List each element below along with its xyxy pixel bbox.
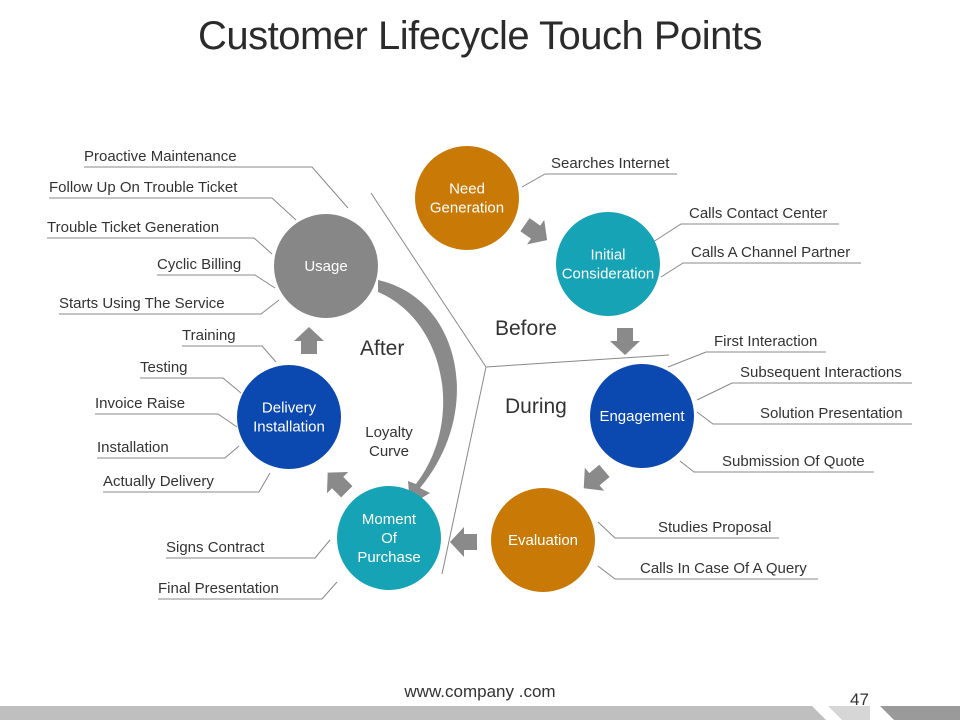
stage-name-line: Engagement	[599, 408, 685, 425]
callout-line	[696, 411, 912, 425]
callout-line	[59, 299, 280, 315]
stage-name-line: Moment	[362, 511, 417, 528]
bottom-bar	[0, 706, 960, 720]
stage-circle	[415, 146, 519, 250]
touch-point-label: Follow Up On Trouble Ticket	[49, 179, 238, 196]
touch-point-label: Solution Presentation	[760, 405, 903, 422]
stage-circle	[590, 364, 694, 468]
divider-line	[370, 192, 487, 368]
footer-url[interactable]: www.company .com	[404, 682, 556, 701]
touch-point-label: Studies Proposal	[658, 519, 771, 536]
slide-title: Customer Lifecycle Touch Points	[197, 14, 763, 58]
stage-circle	[491, 488, 595, 592]
touch-point-label: Calls In Case Of A Query	[640, 560, 807, 577]
touch-point-label: Invoice Raise	[95, 395, 185, 412]
loyalty-curve-arrow	[378, 280, 457, 505]
stage-name-line: Usage	[304, 258, 347, 275]
callout-line	[182, 345, 277, 363]
section-label-after: After	[360, 337, 404, 360]
touch-point-label: Signs Contract	[166, 539, 265, 556]
stage-name-line: Evaluation	[508, 532, 578, 549]
callout-line	[679, 460, 874, 473]
touch-point-label: First Interaction	[714, 333, 817, 350]
stage-name: Engagement	[599, 408, 685, 425]
stage-name-line: Of	[381, 530, 398, 547]
stage-name: Evaluation	[508, 532, 578, 549]
page-number: 47	[850, 690, 869, 709]
stage-name-line: Delivery	[262, 400, 317, 417]
arrow-need-to-consideration	[520, 218, 548, 245]
section-label-during: During	[505, 395, 567, 418]
callout-line	[140, 377, 242, 394]
touch-point-label: Calls Contact Center	[689, 205, 827, 222]
callout-line	[166, 539, 331, 559]
callout-line	[84, 166, 349, 209]
touch-point-label: Cyclic Billing	[157, 256, 241, 273]
stage-name-line: Generation	[430, 200, 504, 217]
callout-line	[649, 223, 839, 245]
touch-point-label: Trouble Ticket Generation	[47, 219, 219, 236]
arrow-consideration-to-engagement	[610, 328, 640, 355]
loyalty-curve-line: Curve	[369, 443, 409, 460]
touch-point-label: Starts Using The Service	[59, 295, 225, 312]
stage-circle	[274, 214, 378, 318]
touch-point-label: Submission Of Quote	[722, 453, 865, 470]
stage-circle	[556, 212, 660, 316]
touch-point-label: Searches Internet	[551, 155, 670, 172]
touch-point-label: Final Presentation	[158, 580, 279, 597]
callout-line	[660, 262, 861, 278]
callout-line	[597, 521, 779, 539]
callout-line	[47, 237, 273, 255]
stage-name-line: Consideration	[562, 266, 655, 283]
section-label-before: Before	[495, 317, 557, 340]
touch-point-label: Subsequent Interactions	[740, 364, 902, 381]
callout-line	[97, 445, 240, 459]
touch-point-label: Training	[182, 327, 236, 344]
callout-line	[95, 413, 238, 428]
callout-line	[597, 565, 818, 580]
callout-line	[49, 197, 297, 221]
divider-line	[485, 354, 670, 368]
touch-point-label: Testing	[140, 359, 188, 376]
touch-point-label: Actually Delivery	[103, 473, 214, 490]
stage-name-line: Initial	[590, 247, 625, 264]
arrow-delivery-to-usage	[294, 327, 324, 354]
callout-line	[158, 581, 338, 600]
callout-line	[696, 382, 912, 401]
callout-line	[667, 351, 826, 368]
callout-line	[157, 274, 276, 289]
touch-point-label: Calls A Channel Partner	[691, 244, 850, 261]
stage-name-line: Purchase	[357, 549, 420, 566]
arrow-purchase-to-delivery	[326, 471, 353, 498]
stage-name-line: Need	[449, 181, 485, 198]
stage-circle	[337, 486, 441, 590]
divider-line	[441, 366, 487, 575]
stage-circle	[237, 365, 341, 469]
stage-name: Usage	[304, 258, 347, 275]
callout-line	[521, 173, 677, 188]
touch-point-label: Installation	[97, 439, 169, 456]
arrow-engagement-to-evaluation	[583, 464, 610, 491]
arrow-evaluation-to-purchase	[450, 527, 477, 557]
touch-point-label: Proactive Maintenance	[84, 148, 237, 165]
loyalty-curve-line: Loyalty	[365, 424, 413, 441]
section-dividers	[370, 192, 670, 575]
stage-name-line: Installation	[253, 419, 325, 436]
callout-line	[103, 472, 271, 493]
